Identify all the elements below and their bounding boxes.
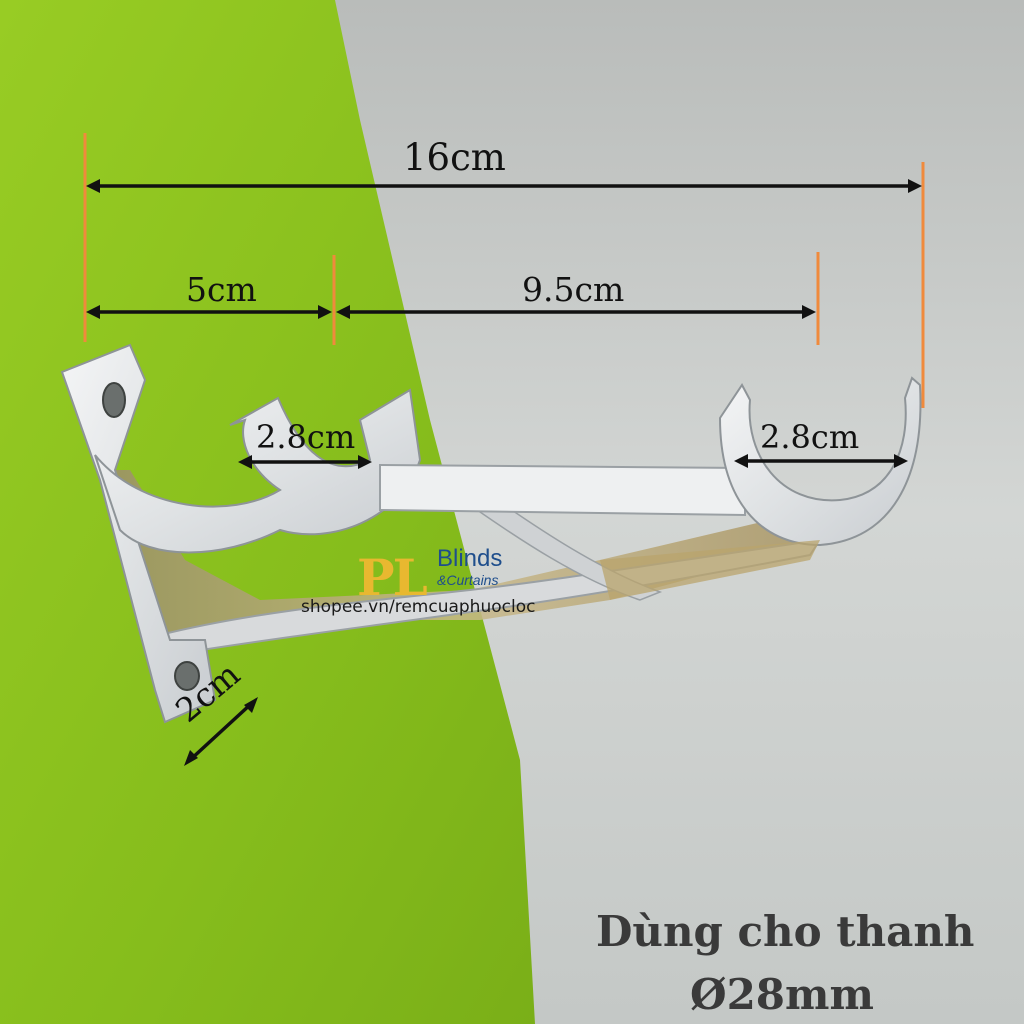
screw-hole-top — [102, 382, 126, 418]
logo-brand: Blinds — [437, 545, 503, 572]
arrow-depth — [188, 701, 254, 762]
logo-url: shopee.vn/remcuaphuocloc — [301, 597, 536, 617]
label-front-offset: 5cm — [186, 270, 257, 309]
screw-hole-bottom — [174, 661, 200, 691]
dimension-arrows — [86, 179, 922, 766]
label-rod-spacing: 9.5cm — [522, 270, 625, 309]
label-overall: 16cm — [403, 136, 506, 179]
caption-line1: Dùng cho thanh — [596, 907, 975, 956]
caption-line2: Ø28mm — [690, 970, 874, 1019]
label-slot-front: 2.8cm — [256, 418, 356, 456]
reference-markers — [83, 133, 925, 408]
label-slot-back: 2.8cm — [760, 418, 860, 456]
logo-mark: PL — [357, 548, 428, 607]
logo-sub: &Curtains — [437, 572, 499, 588]
curtain-bracket — [60, 343, 922, 724]
